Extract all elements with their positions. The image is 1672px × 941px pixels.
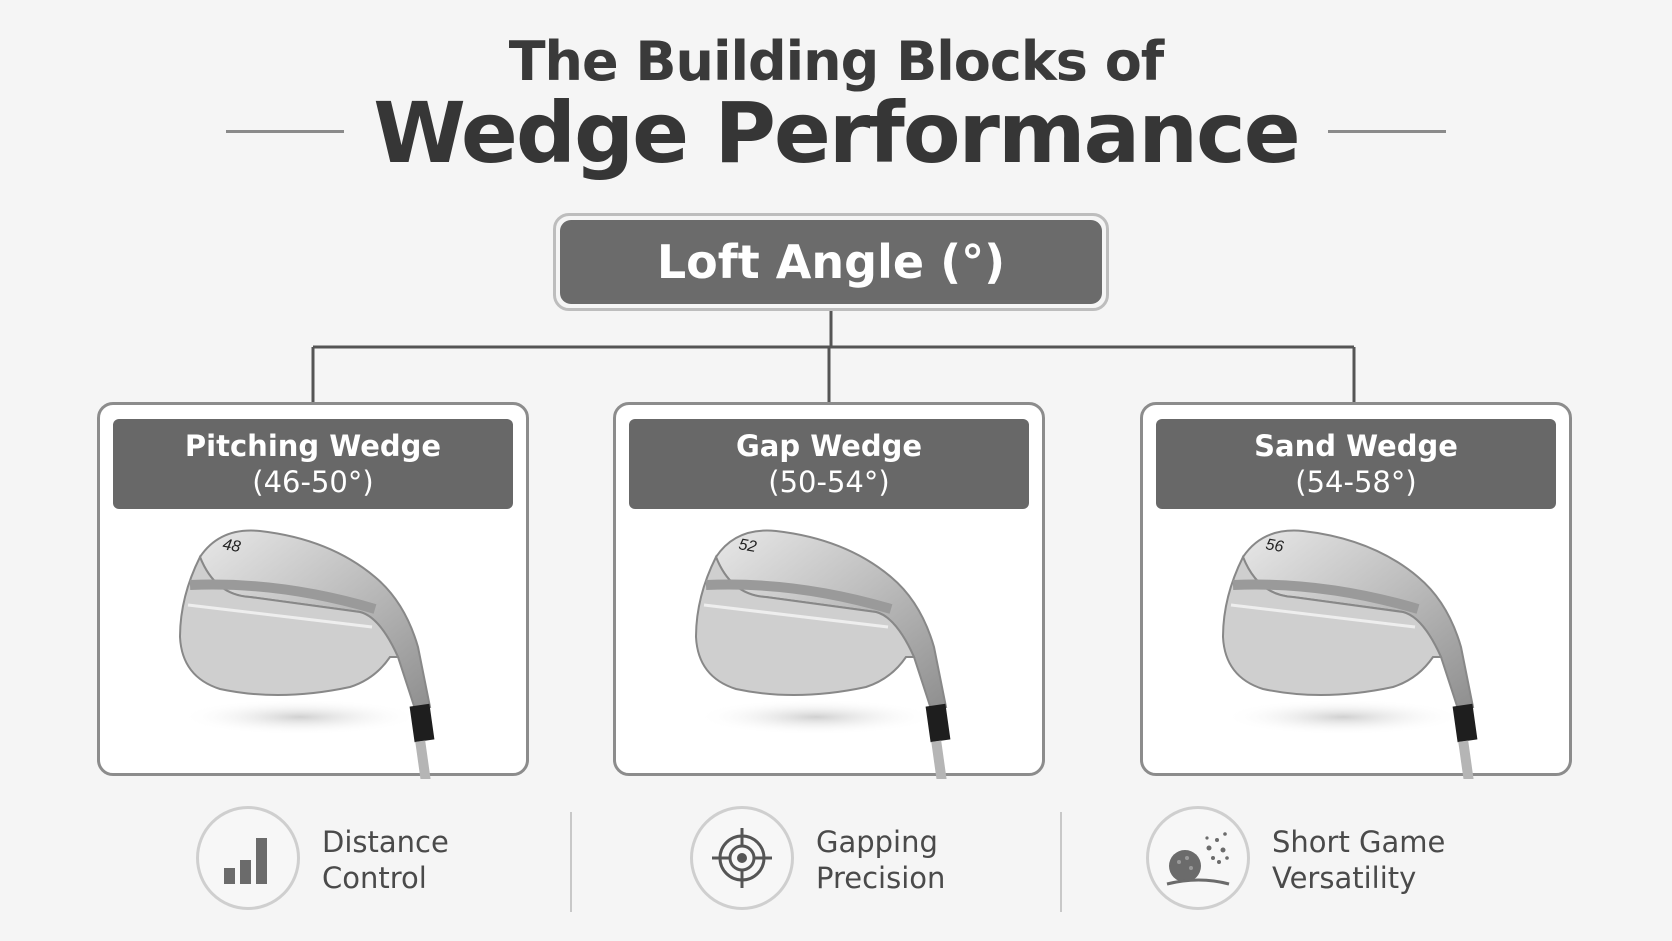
sand-splash-icon — [1166, 832, 1230, 886]
benefit-line: Precision — [816, 861, 946, 896]
page-title-sub: The Building Blocks of — [508, 30, 1165, 93]
page-title: Wedge Performance — [373, 84, 1301, 182]
wedge-card-pitching: Pitching Wedge (46-50°) 48 — [97, 402, 529, 779]
wedge-card-gap: Gap Wedge (50-54°) 52 — [613, 402, 1045, 779]
benefit-line: Control — [322, 861, 427, 896]
benefit-gapping-icon-circle — [690, 806, 794, 910]
benefit-distance-label: Distance Control — [322, 824, 552, 897]
benefit-line: Versatility — [1272, 861, 1417, 896]
wedge-card-header: Gap Wedge (50-54°) — [629, 419, 1029, 509]
benefit-gapping-label: Gapping Precision — [816, 824, 1046, 897]
club-number: 56 — [1264, 536, 1285, 556]
wedge-loft-range: (50-54°) — [768, 465, 890, 499]
wedge-name: Sand Wedge — [1254, 428, 1458, 463]
benefit-distance-icon-circle — [196, 806, 300, 910]
wedge-club-image: 52 — [694, 529, 951, 779]
loft-angle-node: Loft Angle (°) — [553, 213, 1109, 311]
club-number: 52 — [737, 536, 758, 556]
wedge-loft-range: (46-50°) — [252, 465, 374, 499]
bar-chart-icon — [224, 838, 267, 884]
title-rule-left — [226, 130, 344, 133]
wedge-name: Gap Wedge — [735, 428, 923, 463]
title-rule-right — [1328, 130, 1446, 133]
benefit-divider — [1060, 812, 1062, 912]
wedge-loft-range: (54-58°) — [1295, 465, 1417, 499]
benefit-line: Gapping — [816, 825, 938, 859]
benefit-line: Short Game — [1272, 825, 1446, 859]
wedge-card-header: Pitching Wedge (46-50°) — [113, 419, 513, 509]
benefit-line: Distance — [322, 825, 449, 859]
benefit-versatility-label: Short Game Versatility — [1272, 824, 1502, 897]
wedge-name: Pitching Wedge — [184, 428, 442, 463]
benefit-divider — [570, 812, 572, 912]
club-number: 48 — [221, 536, 242, 556]
target-icon — [712, 828, 772, 888]
wedge-club-image: 56 — [1221, 529, 1478, 779]
loft-angle-label: Loft Angle (°) — [560, 220, 1102, 304]
wedge-card-sand: Sand Wedge (54-58°) 56 — [1140, 402, 1572, 779]
wedge-club-image: 48 — [178, 529, 435, 779]
wedge-card-header: Sand Wedge (54-58°) — [1156, 419, 1556, 509]
benefit-versatility-icon-circle — [1146, 806, 1250, 910]
